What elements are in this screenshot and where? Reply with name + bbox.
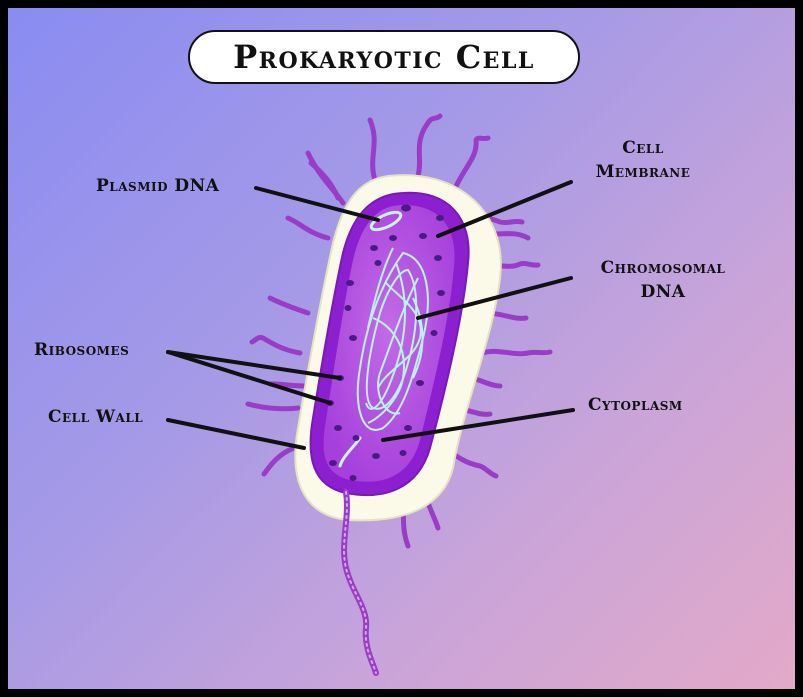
label-cell-membrane: Cell Membrane <box>568 136 718 184</box>
leader-cell-membrane <box>436 180 573 238</box>
leader-chromosomal-dna <box>416 276 573 320</box>
label-cell-wall: Cell Wall <box>48 407 144 427</box>
nucleoid-shape <box>356 247 429 431</box>
leader-plasmid-dna <box>254 186 380 222</box>
label-chromosomal-line2: DNA <box>640 282 686 302</box>
label-cell-membrane-line2: Membrane <box>595 162 691 182</box>
cytoplasm-shape <box>323 204 455 482</box>
plasmid-shape <box>369 210 403 232</box>
leader-lines <box>166 180 575 450</box>
flagellum-texture <box>343 491 377 674</box>
title-box: Prokaryotic Cell <box>188 30 580 84</box>
label-plasmid-dna: Plasmid DNA <box>96 176 220 196</box>
label-chromosomal-line1: Chromosomal <box>600 258 726 278</box>
leader-ribosome-1 <box>166 350 342 380</box>
label-cytoplasm: Cytoplasm <box>588 395 683 415</box>
leader-ribosome-2 <box>166 350 332 405</box>
diagram-canvas: Prokaryotic Cell Plasmid DNA Cell Membra… <box>8 8 795 689</box>
cell-illustration <box>166 113 575 676</box>
label-ribosomes: Ribosomes <box>34 340 130 360</box>
plasmid-shape-2 <box>338 436 362 468</box>
label-cell-membrane-line1: Cell <box>622 138 664 158</box>
leader-cytoplasm <box>381 408 575 442</box>
page-title: Prokaryotic Cell <box>233 38 535 76</box>
leader-cell-wall <box>166 418 306 450</box>
label-chromosomal-dna: Chromosomal DNA <box>573 256 753 304</box>
